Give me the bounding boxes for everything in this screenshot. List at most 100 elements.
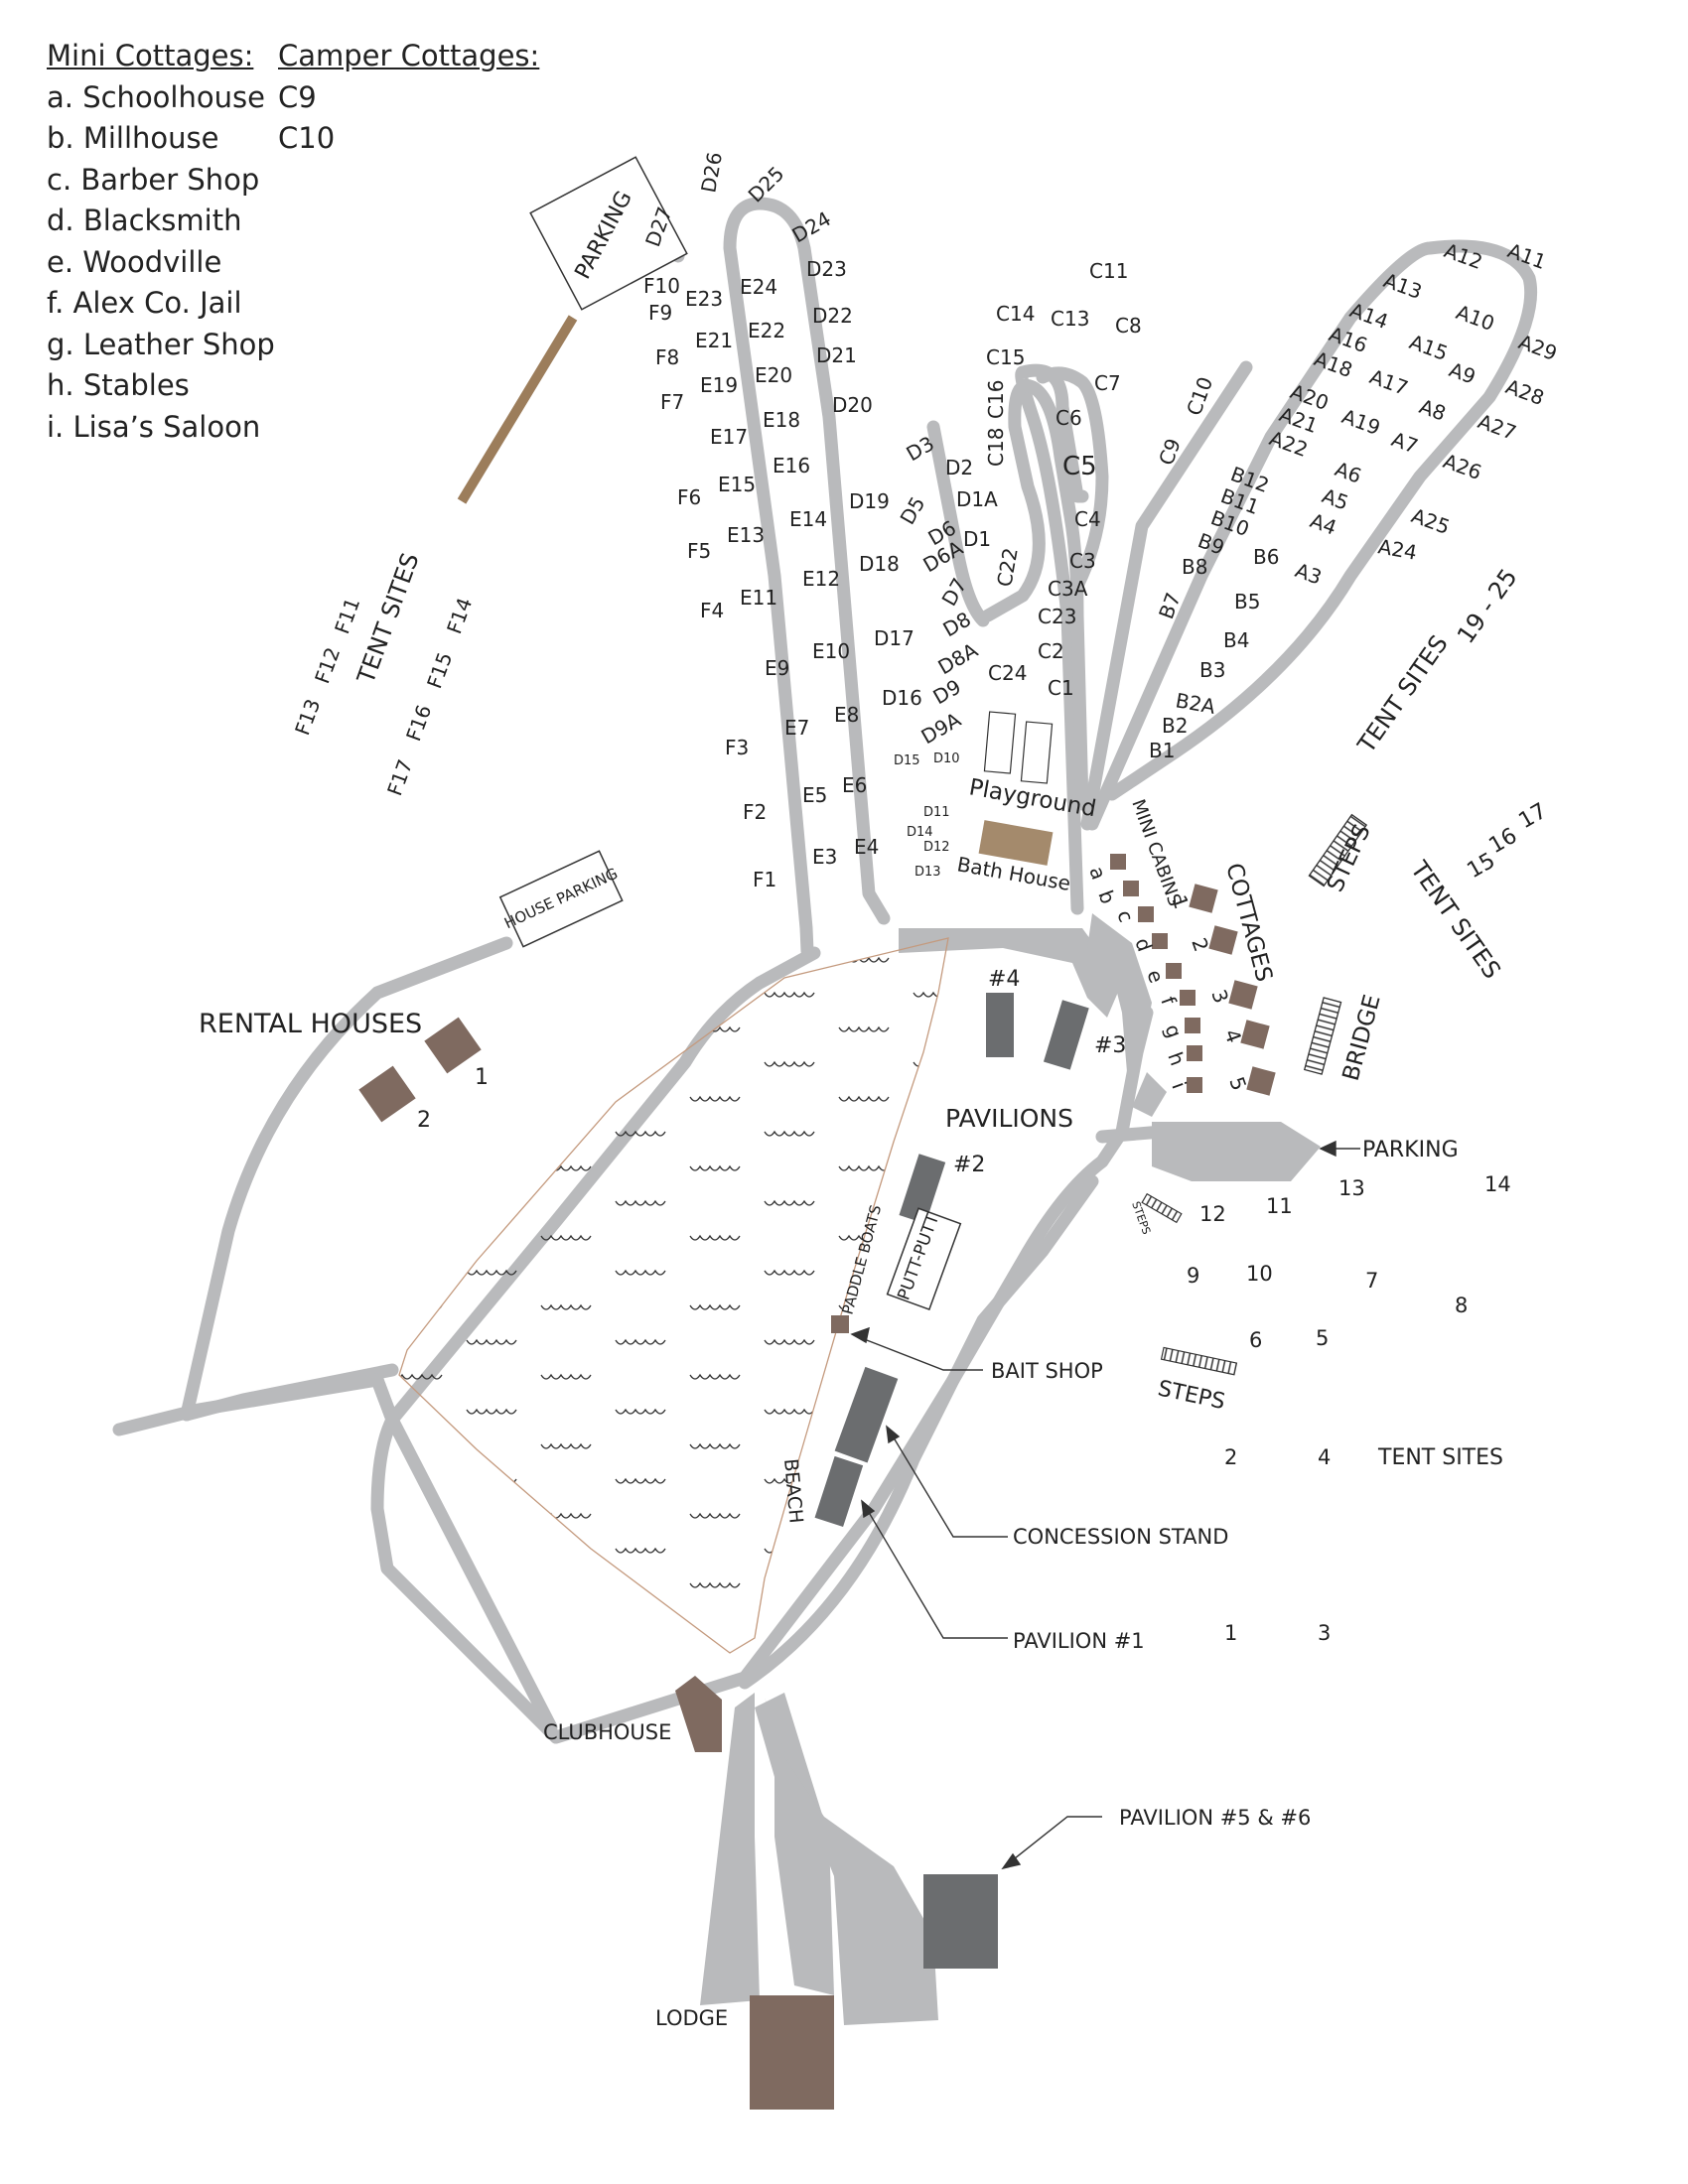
site-label: F12	[310, 644, 345, 687]
site-label: F17	[382, 756, 417, 799]
site-label: F8	[655, 345, 679, 369]
site-label: A10	[1453, 300, 1497, 336]
site-label: A6	[1332, 457, 1364, 488]
site-label: C24	[988, 661, 1027, 685]
bait-shop-label: BAIT SHOP	[991, 1359, 1103, 1383]
road-rental	[180, 936, 513, 1422]
mini-cabin-h	[1187, 1045, 1202, 1061]
site-label: E11	[740, 586, 777, 610]
site-label: 6	[1249, 1328, 1262, 1352]
lodge-label: LODGE	[655, 2006, 728, 2030]
legend-item: f. Alex Co. Jail	[47, 286, 242, 320]
site-label: A29	[1515, 330, 1560, 365]
site-labels-a: A12 A11 A13 A10 A14 A16 A18 A15 A29 A9 A…	[1266, 238, 1560, 590]
pavilion-5-6	[923, 1874, 998, 1969]
site-label: F15	[422, 649, 457, 692]
site-label: E12	[802, 567, 840, 591]
site-label: D17	[874, 626, 914, 650]
site-label: E8	[834, 703, 859, 727]
site-label: A5	[1319, 483, 1351, 515]
site-label: C8	[1115, 314, 1142, 338]
site-label: 17	[1515, 799, 1552, 835]
site-label: A24	[1376, 534, 1419, 564]
tent-sites-19-25-label: TENT SITES	[1351, 630, 1453, 758]
site-label: F14	[442, 595, 477, 637]
road-c-loop-return	[1036, 366, 1109, 593]
site-label: D20	[832, 393, 873, 417]
lake	[398, 937, 949, 1654]
house-parking-box	[498, 850, 624, 948]
site-label: 2	[1224, 1445, 1237, 1469]
clubhouse	[675, 1676, 722, 1752]
site-label: D18	[859, 552, 900, 576]
pavilion-2-label: #2	[953, 1153, 985, 1177]
site-label: B8	[1182, 555, 1207, 579]
pavilion-2	[899, 1154, 946, 1224]
site-label: C2	[1038, 639, 1064, 663]
pavilion-3-label: #3	[1094, 1033, 1126, 1058]
site-label: B5	[1234, 590, 1260, 614]
parking-top: PARKING	[457, 156, 688, 504]
legend-item: C10	[278, 121, 336, 155]
cottage-5	[1246, 1066, 1276, 1096]
site-label: A19	[1338, 404, 1383, 440]
site-label: F5	[687, 539, 711, 563]
road-loop-e-f	[723, 197, 891, 958]
legend-item: d. Blacksmith	[47, 204, 242, 237]
clubhouse-label: CLUBHOUSE	[543, 1720, 671, 1744]
bath-house	[978, 820, 1054, 866]
rental-houses-label: RENTAL HOUSES	[199, 1009, 422, 1039]
legend-camper-title: Camper Cottages:	[278, 39, 540, 72]
site-label: E5	[802, 783, 827, 807]
legend-item: e. Woodville	[47, 244, 222, 279]
site-label: C1	[1048, 676, 1074, 700]
site-label: E9	[765, 656, 789, 680]
site-label: F2	[743, 800, 767, 824]
site-label: E13	[727, 523, 765, 547]
site-label: F11	[330, 595, 364, 637]
cottage-4	[1240, 1020, 1270, 1049]
pavilion-3	[1043, 1000, 1089, 1070]
site-labels-tent-15: 17 16 15	[1464, 799, 1552, 885]
site-label: 3	[1318, 1621, 1331, 1645]
mini-cabin-d	[1152, 933, 1168, 949]
pavilion-1a	[834, 1366, 899, 1463]
site-label: B3	[1199, 658, 1225, 682]
site-label: A27	[1475, 409, 1519, 445]
site-label: E15	[718, 473, 756, 496]
legend-item: h. Stables	[47, 368, 190, 402]
road-east-loop	[738, 1174, 1099, 1690]
site-label: E6	[842, 773, 867, 797]
legend-mini-cottages: Mini Cottages: a. Schoolhouse b. Millhou…	[47, 36, 275, 448]
road-c-loop-outer	[981, 378, 1089, 811]
site-label: B1	[1149, 739, 1175, 762]
site-label: 1	[1224, 1621, 1237, 1645]
site-label: D1	[963, 527, 991, 551]
site-label: C13	[1051, 307, 1089, 331]
site-label: F9	[648, 301, 672, 325]
site-label: D11	[923, 805, 950, 820]
site-label: F10	[643, 274, 680, 298]
site-label: A17	[1366, 364, 1411, 400]
site-labels-tent-lower: 13 14 12 11 9 10 7 8 6 5 2 4 1 3	[1187, 1172, 1511, 1645]
rental-house-2-label: 2	[417, 1108, 431, 1133]
site-label: C23	[1038, 605, 1076, 628]
site-label: D5	[896, 492, 930, 528]
site-label: D9	[929, 674, 965, 709]
site-label: A4	[1307, 508, 1339, 540]
legend-item: C9	[278, 79, 317, 114]
mini-cabin-e	[1166, 963, 1182, 979]
site-label: C14	[996, 302, 1035, 326]
site-label: 9	[1187, 1264, 1199, 1288]
site-label: C11	[1089, 259, 1128, 283]
site-label: E19	[700, 373, 738, 397]
site-label: D13	[914, 865, 941, 880]
site-label: F1	[753, 868, 776, 891]
site-label: F4	[700, 599, 724, 622]
arrow-pavilion56	[1004, 1816, 1102, 1867]
site-label: D9A	[917, 707, 965, 749]
steps-label-2: STEPS	[1156, 1376, 1227, 1415]
site-label: C15	[986, 345, 1025, 369]
site-label: D1A	[956, 487, 998, 511]
